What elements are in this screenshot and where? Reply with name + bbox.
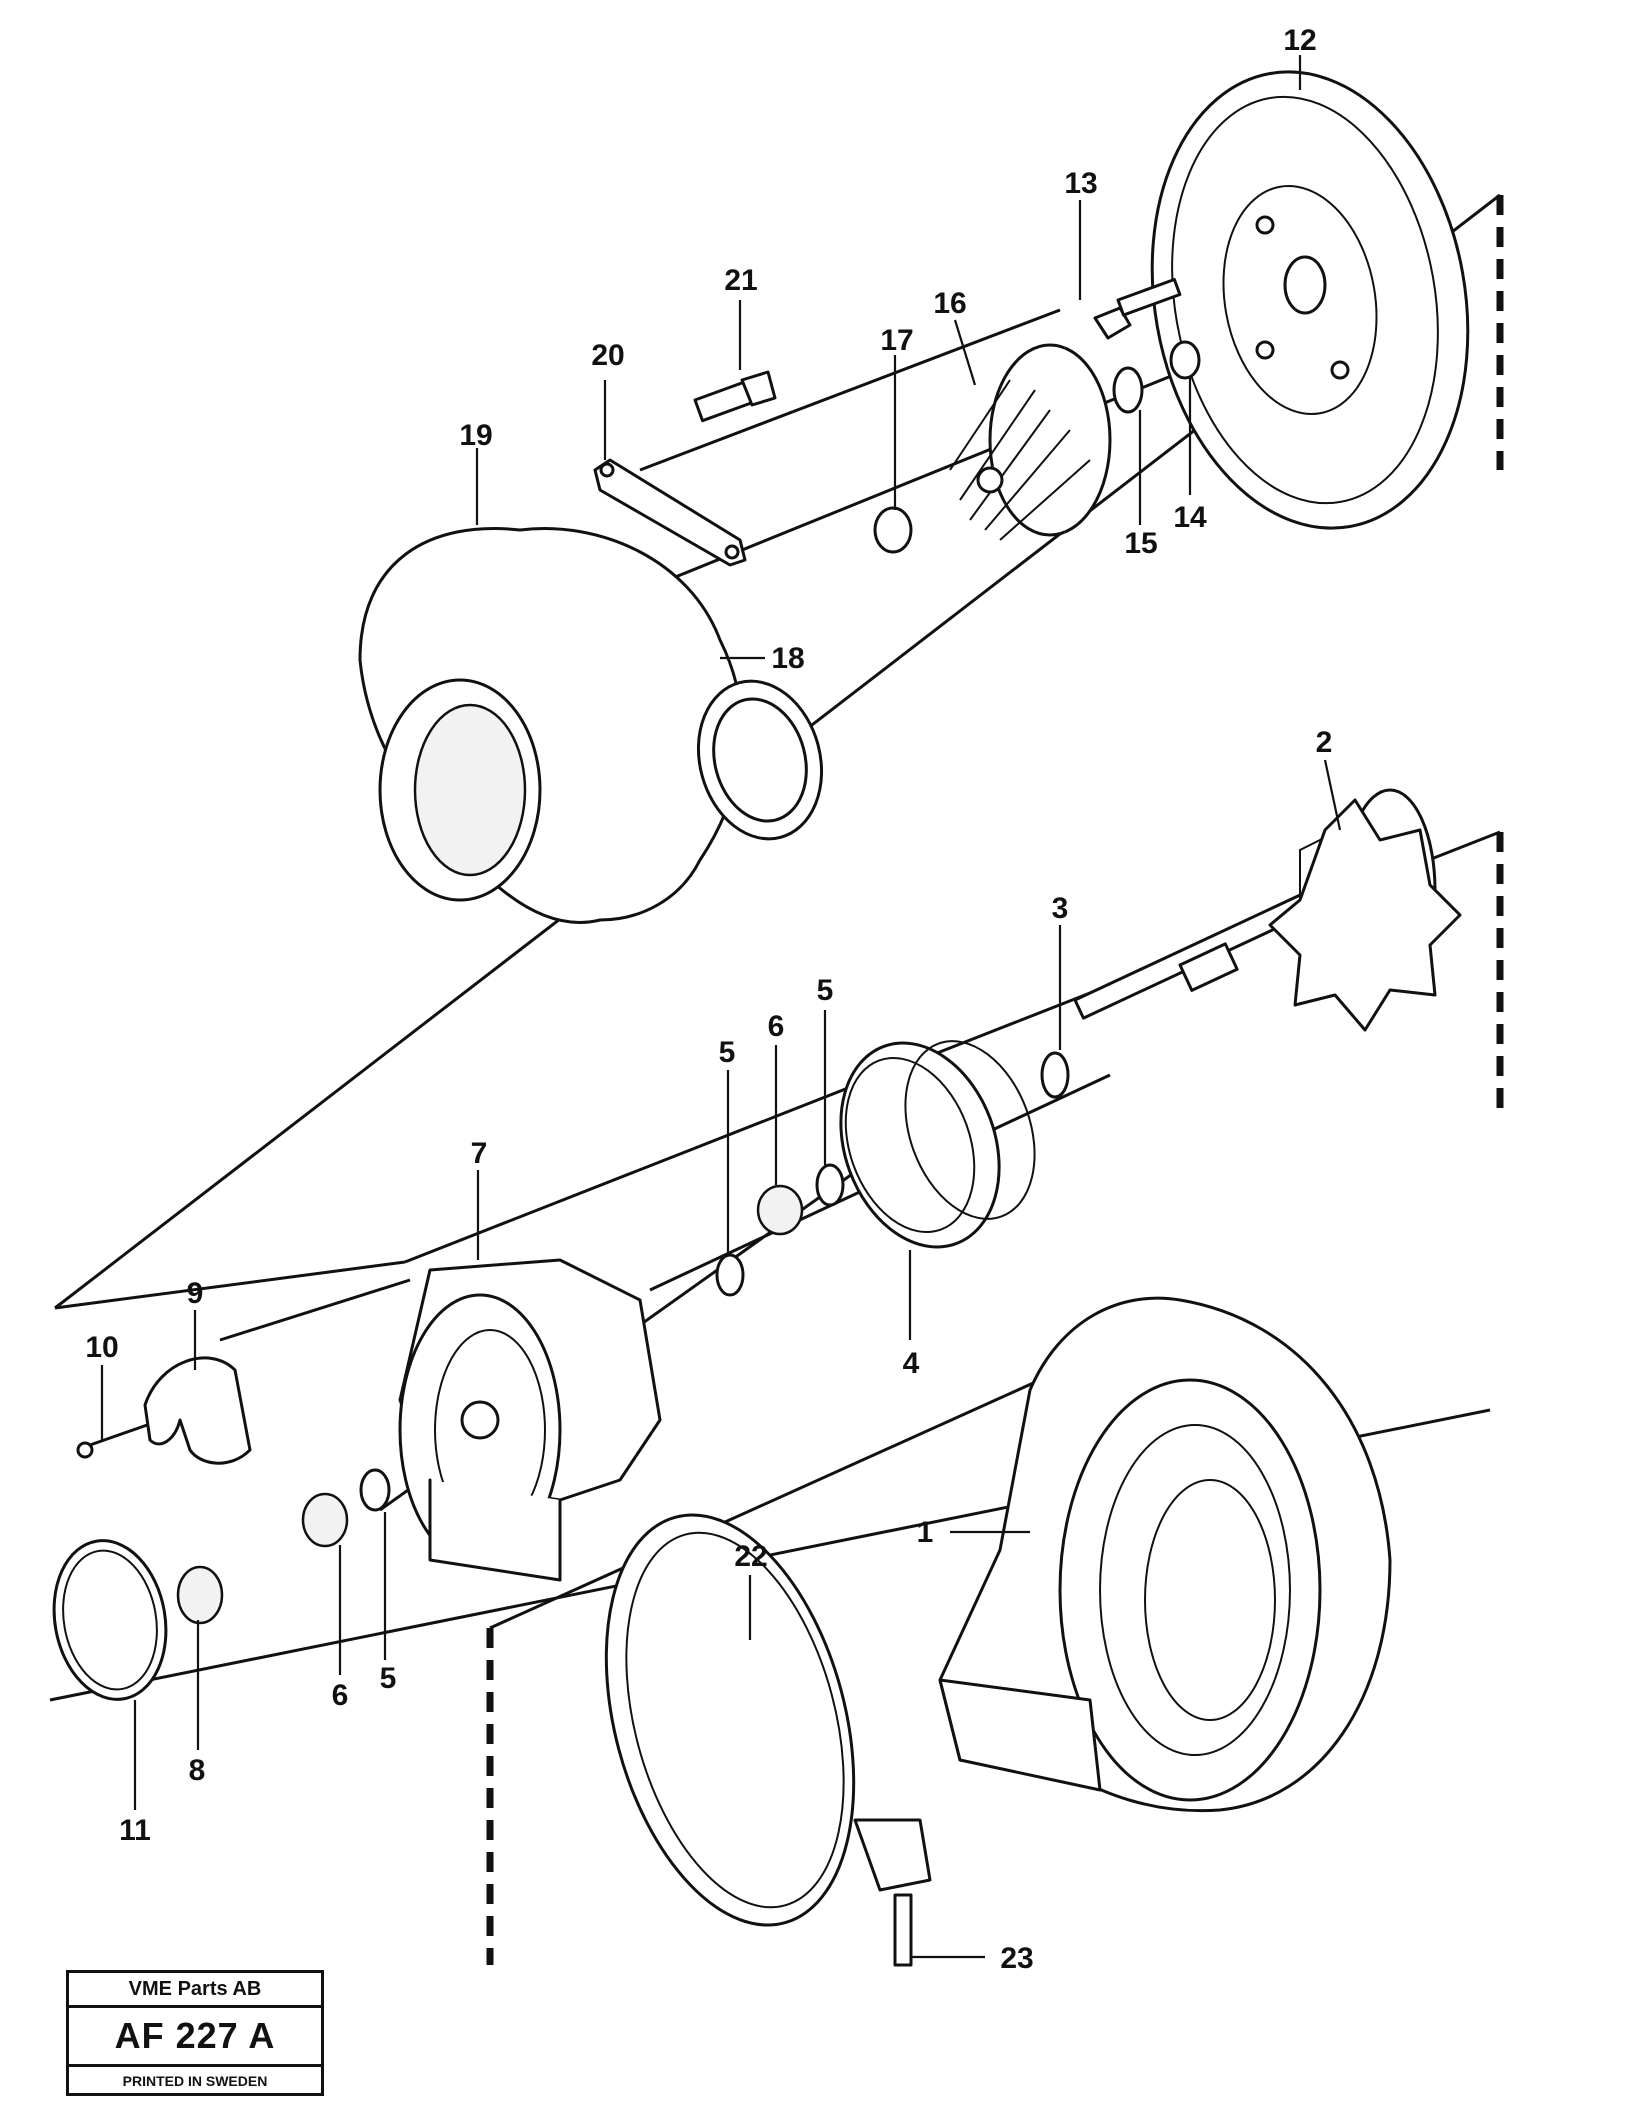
callout-22: 22 <box>734 1540 767 1573</box>
turbine-shaft-2 <box>1073 788 1462 1032</box>
bearing-housing-7 <box>398 1258 662 1582</box>
washer-15 <box>1112 366 1144 414</box>
callout-5a: 5 <box>719 1036 736 1069</box>
compressor-wheel-16 <box>949 343 1112 541</box>
nut-14 <box>1169 340 1201 380</box>
upper-axis-bracket <box>639 308 1061 472</box>
callout-20: 20 <box>591 339 624 372</box>
ring-5-lower <box>359 1468 391 1512</box>
callout-8: 8 <box>189 1754 206 1787</box>
bearing-6-lower <box>301 1492 349 1548</box>
bolt-21 <box>693 370 777 423</box>
ring-3 <box>1040 1051 1070 1099</box>
callout-9: 9 <box>187 1277 204 1310</box>
callout-6a: 6 <box>768 1010 785 1043</box>
callout-17: 17 <box>880 324 913 357</box>
callout-16: 16 <box>933 287 966 320</box>
company-name: VME Parts AB <box>69 1973 321 2008</box>
title-block: VME Parts AB AF 227 A PRINTED IN SWEDEN <box>66 1970 324 2096</box>
seal-ring-11 <box>52 1539 168 1701</box>
callout-13: 13 <box>1064 167 1097 200</box>
bearing-6-upper <box>756 1184 804 1236</box>
callout-11: 11 <box>119 1814 151 1847</box>
callout-23: 23 <box>1000 1942 1033 1975</box>
heat-shield-4 <box>839 1040 1036 1249</box>
pin-10 <box>76 1441 94 1459</box>
ring-5-upper <box>815 1163 845 1207</box>
callout-10: 10 <box>85 1331 118 1364</box>
bolt-23 <box>893 1893 913 1967</box>
callout-18: 18 <box>771 642 804 675</box>
ring-5-mid <box>715 1253 745 1297</box>
callout-5b: 5 <box>817 974 834 1007</box>
thrust-plate-9 <box>143 1356 252 1465</box>
callout-12: 12 <box>1283 24 1316 57</box>
turbine-housing-1 <box>938 1296 1392 1813</box>
nut-17 <box>873 506 913 554</box>
leader-lines <box>100 55 1342 1959</box>
compressor-housing-19 <box>358 527 824 925</box>
callout-1: 1 <box>917 1516 934 1549</box>
callout-15: 15 <box>1124 527 1157 560</box>
callout-5c: 5 <box>380 1662 397 1695</box>
callout-2: 2 <box>1316 726 1333 759</box>
washer-axis <box>219 1278 411 1342</box>
backplate-12 <box>1150 70 1470 530</box>
callout-6b: 6 <box>332 1679 349 1712</box>
v-band-clamp-22 <box>604 1513 932 1927</box>
bolt-13 <box>1093 277 1182 340</box>
callout-3: 3 <box>1052 892 1069 925</box>
callout-labels: 12 13 14 15 16 17 18 19 20 21 2 3 4 5 6 … <box>85 24 1332 1975</box>
printed-note: PRINTED IN SWEDEN <box>122 2073 268 2089</box>
callout-21: 21 <box>724 264 757 297</box>
callout-14: 14 <box>1173 501 1207 534</box>
ring-8 <box>176 1565 224 1625</box>
callout-7: 7 <box>471 1137 488 1170</box>
callout-19: 19 <box>459 419 492 452</box>
callout-4: 4 <box>903 1347 920 1380</box>
lower-section-frame <box>486 1378 1041 1965</box>
drawing-number: AF 227 A <box>69 2008 321 2067</box>
bracket-20 <box>593 458 747 567</box>
